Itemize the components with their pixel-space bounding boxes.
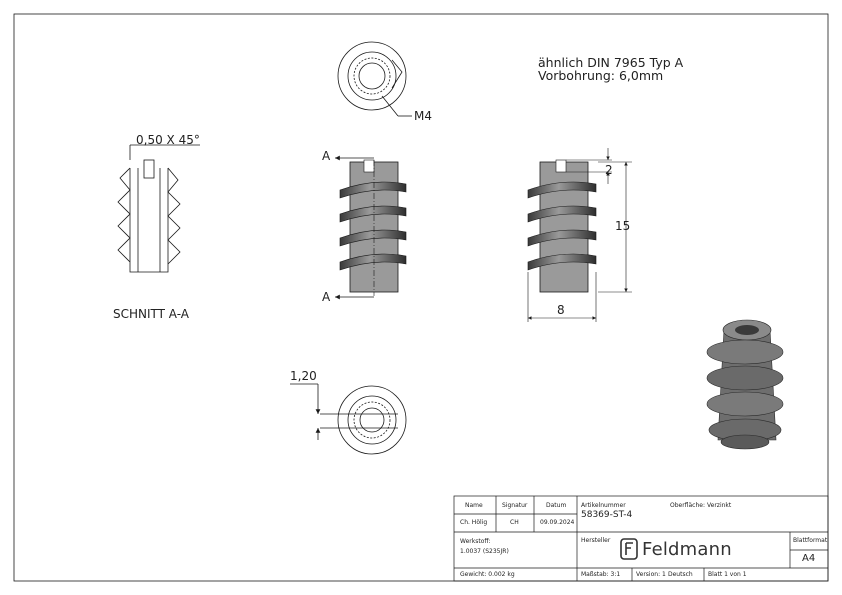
tb-surface-label: Oberfläche: (670, 502, 705, 509)
tb-scale: Maßstab: 3:1 (581, 571, 621, 578)
tb-article-number: 58369-ST-4 (581, 510, 633, 520)
tb-sheet: Blatt 1 von 1 (708, 571, 747, 578)
dim-length: 15 (615, 219, 631, 233)
title-block (453, 495, 829, 582)
tb-format-value: A4 (802, 553, 816, 564)
dim-diameter: 8 (557, 303, 565, 317)
section-mark-bottom: A (322, 290, 331, 304)
tb-name: Ch. Hölig (460, 519, 488, 526)
brand-name: Feldmann (642, 538, 732, 560)
feldmann-logo-icon (620, 538, 638, 560)
sheet-border (13, 13, 829, 582)
dim-slot-width: 1,20 (290, 369, 317, 383)
section-label: SCHNITT A-A (113, 307, 190, 321)
tb-format-label: Blattformat (793, 537, 828, 544)
dim-chamfer: 0,50 X 45° (136, 133, 200, 147)
tb-language: Deutsch (668, 571, 693, 578)
section-mark-top: A (322, 149, 331, 163)
side-view-shaded (335, 155, 407, 300)
tb-date: 09.09.2024 (540, 519, 575, 526)
tb-article-label: Artikelnummer (581, 502, 626, 509)
note-predrill: Vorbohrung: 6,0mm (538, 68, 664, 83)
dim-slot-depth: 2 (605, 163, 613, 177)
section-view (117, 144, 200, 273)
tb-manufacturer-label: Hersteller (581, 537, 611, 544)
tb-weight: Gewicht: 0.002 kg (460, 571, 515, 578)
tb-material-label: Werkstoff: (460, 538, 491, 545)
note-standard: ähnlich DIN 7965 Typ A (538, 55, 684, 70)
tb-col-name: Name (465, 502, 483, 509)
bottom-view (290, 383, 407, 455)
brand-logo: Feldmann (620, 538, 732, 560)
isometric-render (706, 319, 784, 450)
side-view-dimensioned (527, 148, 632, 322)
tb-surface-value: Verzinkt (707, 502, 732, 509)
tb-col-date: Datum (546, 502, 567, 509)
tb-material-value: 1.0037 (S235JR) (460, 548, 509, 555)
tb-version: Version: 1 (636, 571, 666, 578)
dim-thread: M4 (414, 109, 432, 123)
tb-col-signature: Signatur (502, 502, 528, 509)
top-view (337, 41, 412, 117)
tb-signature: CH (510, 519, 519, 526)
